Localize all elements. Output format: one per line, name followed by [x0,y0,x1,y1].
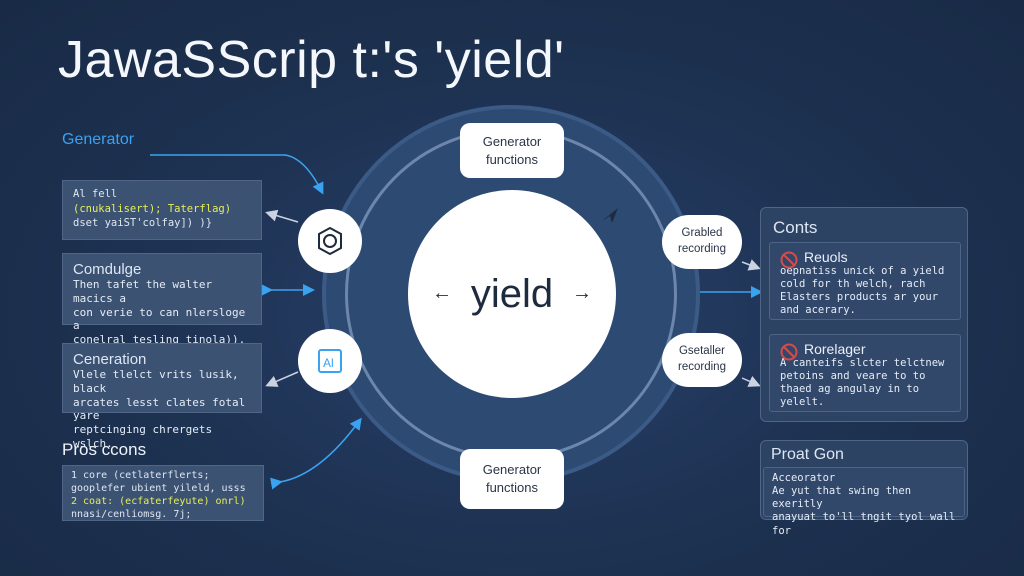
code-panel-pros: 1 core (cetlaterflerts; gooplefer ubient… [62,465,264,521]
item-text: thaed ag angulay in to [780,383,920,396]
proat-title: Proat Gon [771,446,844,463]
proat-gon-panel: Proat Gon Acceorator Ae yut that swing t… [760,440,968,537]
item-title: Rorelager [804,341,866,357]
panel-text: Vlele tlelct vrits lusik, black [73,368,239,395]
panel-title: Ceneration [73,351,147,368]
code-line: nnasi/cenliomsg. 7j; [71,509,192,520]
item-text: Elasters products ar your [780,291,939,304]
left-arrow-icon: ← [432,282,452,304]
page-title: JawaSScrip t:'s 'yield' [58,31,565,89]
code-panel-generator: Al fell (cnukalisert); Taterflag) dset y… [62,180,262,240]
panel-title: Comdulge [73,261,142,278]
code-line: 2 coat: (ecfaterfeyute) onrl) [71,496,246,507]
pros-cons-label: Pros ccons [62,440,147,459]
no-entry-icon [780,343,798,361]
node-generator-top: Generator functions [460,123,564,178]
panel-text: con verie to can nlersloge a [73,305,246,333]
panel-text: reptcinging chrergets wslch. [73,423,213,450]
item-text: cold for th welch, rach [780,278,926,291]
item-title: Reuols [804,249,848,265]
panel-text: conelral tesling tinola)). [73,333,246,346]
item-text: oepnatiss unick of a yield [780,265,945,277]
proat-text: Ae yut that swing then exeritly [772,485,912,511]
node-grabled-recording: Grabled recording [662,215,742,269]
code-line: dset yaiST'colfay]) )} [73,217,213,230]
item-text: A canteifs slcter telctnew [780,357,945,369]
right-arrow-icon: → [572,282,592,304]
code-line: Al fell [73,188,118,200]
node-generator-bottom: Generator functions [460,449,564,509]
item-text: petoins and veare to to [780,370,926,383]
conts-item-rorelager: Rorelager A canteifs slcter telctnew pet… [769,334,961,412]
yield-core-circle: ← yield → [408,190,616,398]
node-gsetaller-recording: Gsetaller recording [662,333,742,387]
gear-hex-icon [298,209,362,273]
panel-text: Then tafet the walter macics a [73,278,213,305]
proat-box: Acceorator Ae yut that swing then exerit… [763,467,965,537]
panel-text: arcates lesst clates fotal yare [73,395,246,423]
no-entry-icon [780,251,798,269]
code-line: 1 core (cetlaterflerts; [71,470,210,481]
send-arrow-icon [602,208,618,223]
proat-text: Acceorator [772,472,836,484]
ai-document-icon: Al [298,329,362,393]
panel-ceneration: Ceneration Vlele tlelct vrits lusik, bla… [62,343,262,450]
core-label: yield [470,271,554,316]
panel-comdulge: Comdulge Then tafet the walter macics a … [62,253,262,346]
proat-text: anayuat to'll tngit tyol wall for [772,511,956,537]
generator-label: Generator [62,131,135,148]
conts-item-reuols: Reuols oepnatiss unick of a yield cold f… [769,242,961,320]
code-line: gooplefer ubient yileld, usss [71,483,246,494]
code-line: (cnukalisert); Taterflag) [73,202,232,215]
svg-text:Al: Al [323,356,334,370]
item-text: yelelt. [780,396,825,409]
item-text: and acerary. [780,304,856,317]
conts-panel: Conts Reuols oepnatiss unick of a yield … [760,207,968,422]
conts-title: Conts [773,218,818,237]
